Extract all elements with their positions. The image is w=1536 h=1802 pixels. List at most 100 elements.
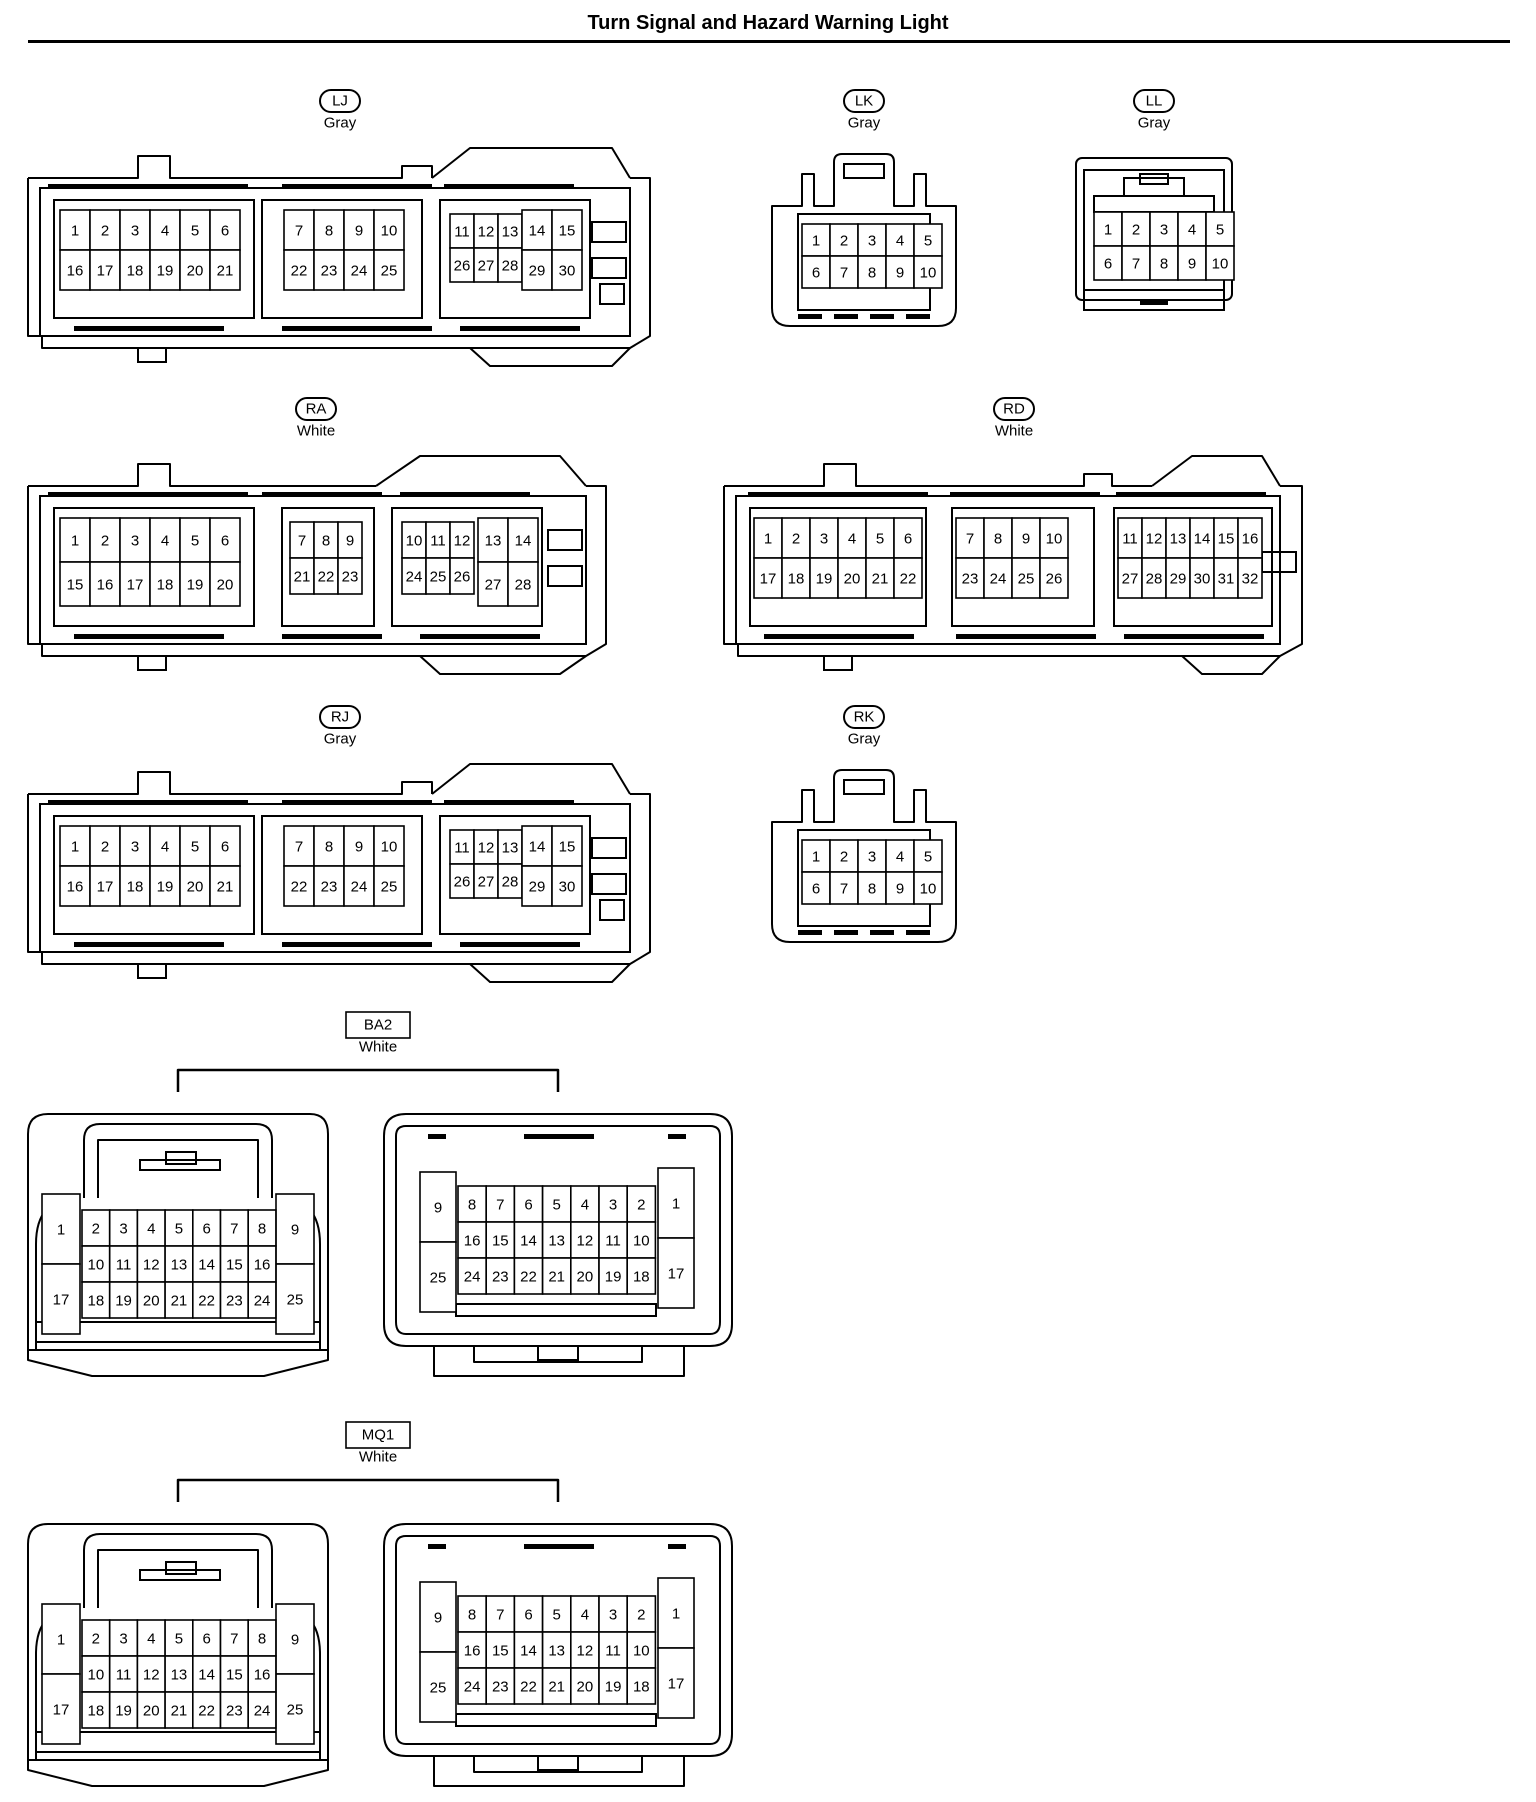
pin-11: 11 [605,1643,621,1660]
latch-bar [444,800,574,805]
pin-9: 9 [355,839,363,856]
pin-3: 3 [119,1221,127,1238]
latch-bar [282,634,382,639]
pin-12: 12 [143,1257,160,1274]
connector-color: White [297,423,335,440]
pin-9: 9 [1188,256,1196,273]
pin-9: 9 [434,1200,442,1217]
pin-cell [893,557,923,599]
pin-cell [753,557,783,599]
housing-outline [723,485,1303,657]
housing-outline [591,873,627,895]
latch-bar [748,492,928,497]
pin-5: 5 [876,531,884,548]
pin-cell [457,1667,488,1705]
housing-outline [165,1151,197,1165]
pin-24: 24 [351,263,368,280]
pin-19: 19 [187,577,204,594]
pin-2: 2 [101,839,109,856]
housing-outline [951,507,1095,627]
pin-11: 11 [116,1257,132,1274]
pin-17: 17 [668,1676,685,1693]
pin-12: 12 [143,1667,160,1684]
latch-bar [798,314,822,319]
pin-17: 17 [53,1292,70,1309]
housing-outline [433,1756,685,1787]
pin-cell [885,255,915,289]
pin-17: 17 [127,577,144,594]
pin-3: 3 [868,849,876,866]
pin-5: 5 [924,849,932,866]
pin-cell [192,1245,222,1283]
pin-25: 25 [430,1270,447,1287]
pin-7: 7 [230,1631,238,1648]
pin-cell [626,1257,657,1295]
housing-outline [83,1533,273,1608]
pin-16: 16 [97,577,114,594]
pin-23: 23 [226,1703,243,1720]
housing-outline [139,1159,221,1171]
pin-cell [164,1281,194,1319]
pin-18: 18 [633,1679,650,1696]
housing-outline [83,1123,273,1198]
pin-2: 2 [101,223,109,240]
pin-cell [179,517,211,563]
pin-16: 16 [254,1257,271,1274]
pin-10: 10 [633,1643,650,1660]
pin-29: 29 [1170,571,1187,588]
pin-cell [865,557,895,599]
pin-cell [513,1257,544,1295]
latch-bar [428,1134,446,1139]
housing-outline [473,1346,643,1363]
pin-3: 3 [609,1607,617,1624]
pin-10: 10 [88,1667,105,1684]
pin-4: 4 [848,531,856,548]
pin-6: 6 [221,839,229,856]
pin-cell [337,557,363,595]
pin-17: 17 [97,879,114,896]
pin-cell [419,1581,457,1653]
housing-outline [439,199,591,319]
pin-cell [1213,517,1239,559]
pin-cell [373,209,405,251]
pin-cell [373,865,405,907]
pin-cell [89,561,121,607]
latch-bar [1140,300,1168,305]
pin-cell [401,557,427,595]
housing-outline [1093,195,1215,213]
pin-19: 19 [605,1269,622,1286]
pin-cell [753,517,783,559]
pin-24: 24 [464,1679,481,1696]
pin-23: 23 [492,1269,509,1286]
pin-14: 14 [198,1257,215,1274]
pin-21: 21 [217,263,234,280]
pin-18: 18 [788,571,805,588]
pin-15: 15 [492,1233,509,1250]
housing-outline [395,1535,721,1745]
pin-5: 5 [924,233,932,250]
pin-cell [108,1281,139,1319]
housing-outline [139,1569,221,1581]
pin-10: 10 [88,1257,105,1274]
pin-cell [209,865,241,907]
pin-9: 9 [291,1222,299,1239]
pin-cell [473,829,499,865]
housing-outline [137,347,167,363]
latch-bar [262,492,382,497]
housing-outline [261,815,423,935]
pin-3: 3 [131,223,139,240]
pin-27: 27 [478,258,495,275]
pin-15: 15 [559,839,576,856]
pin-cell [59,825,91,867]
pin-6: 6 [904,531,912,548]
pin-cell [89,517,121,563]
latch-bar [48,492,248,497]
pin-4: 4 [896,849,904,866]
